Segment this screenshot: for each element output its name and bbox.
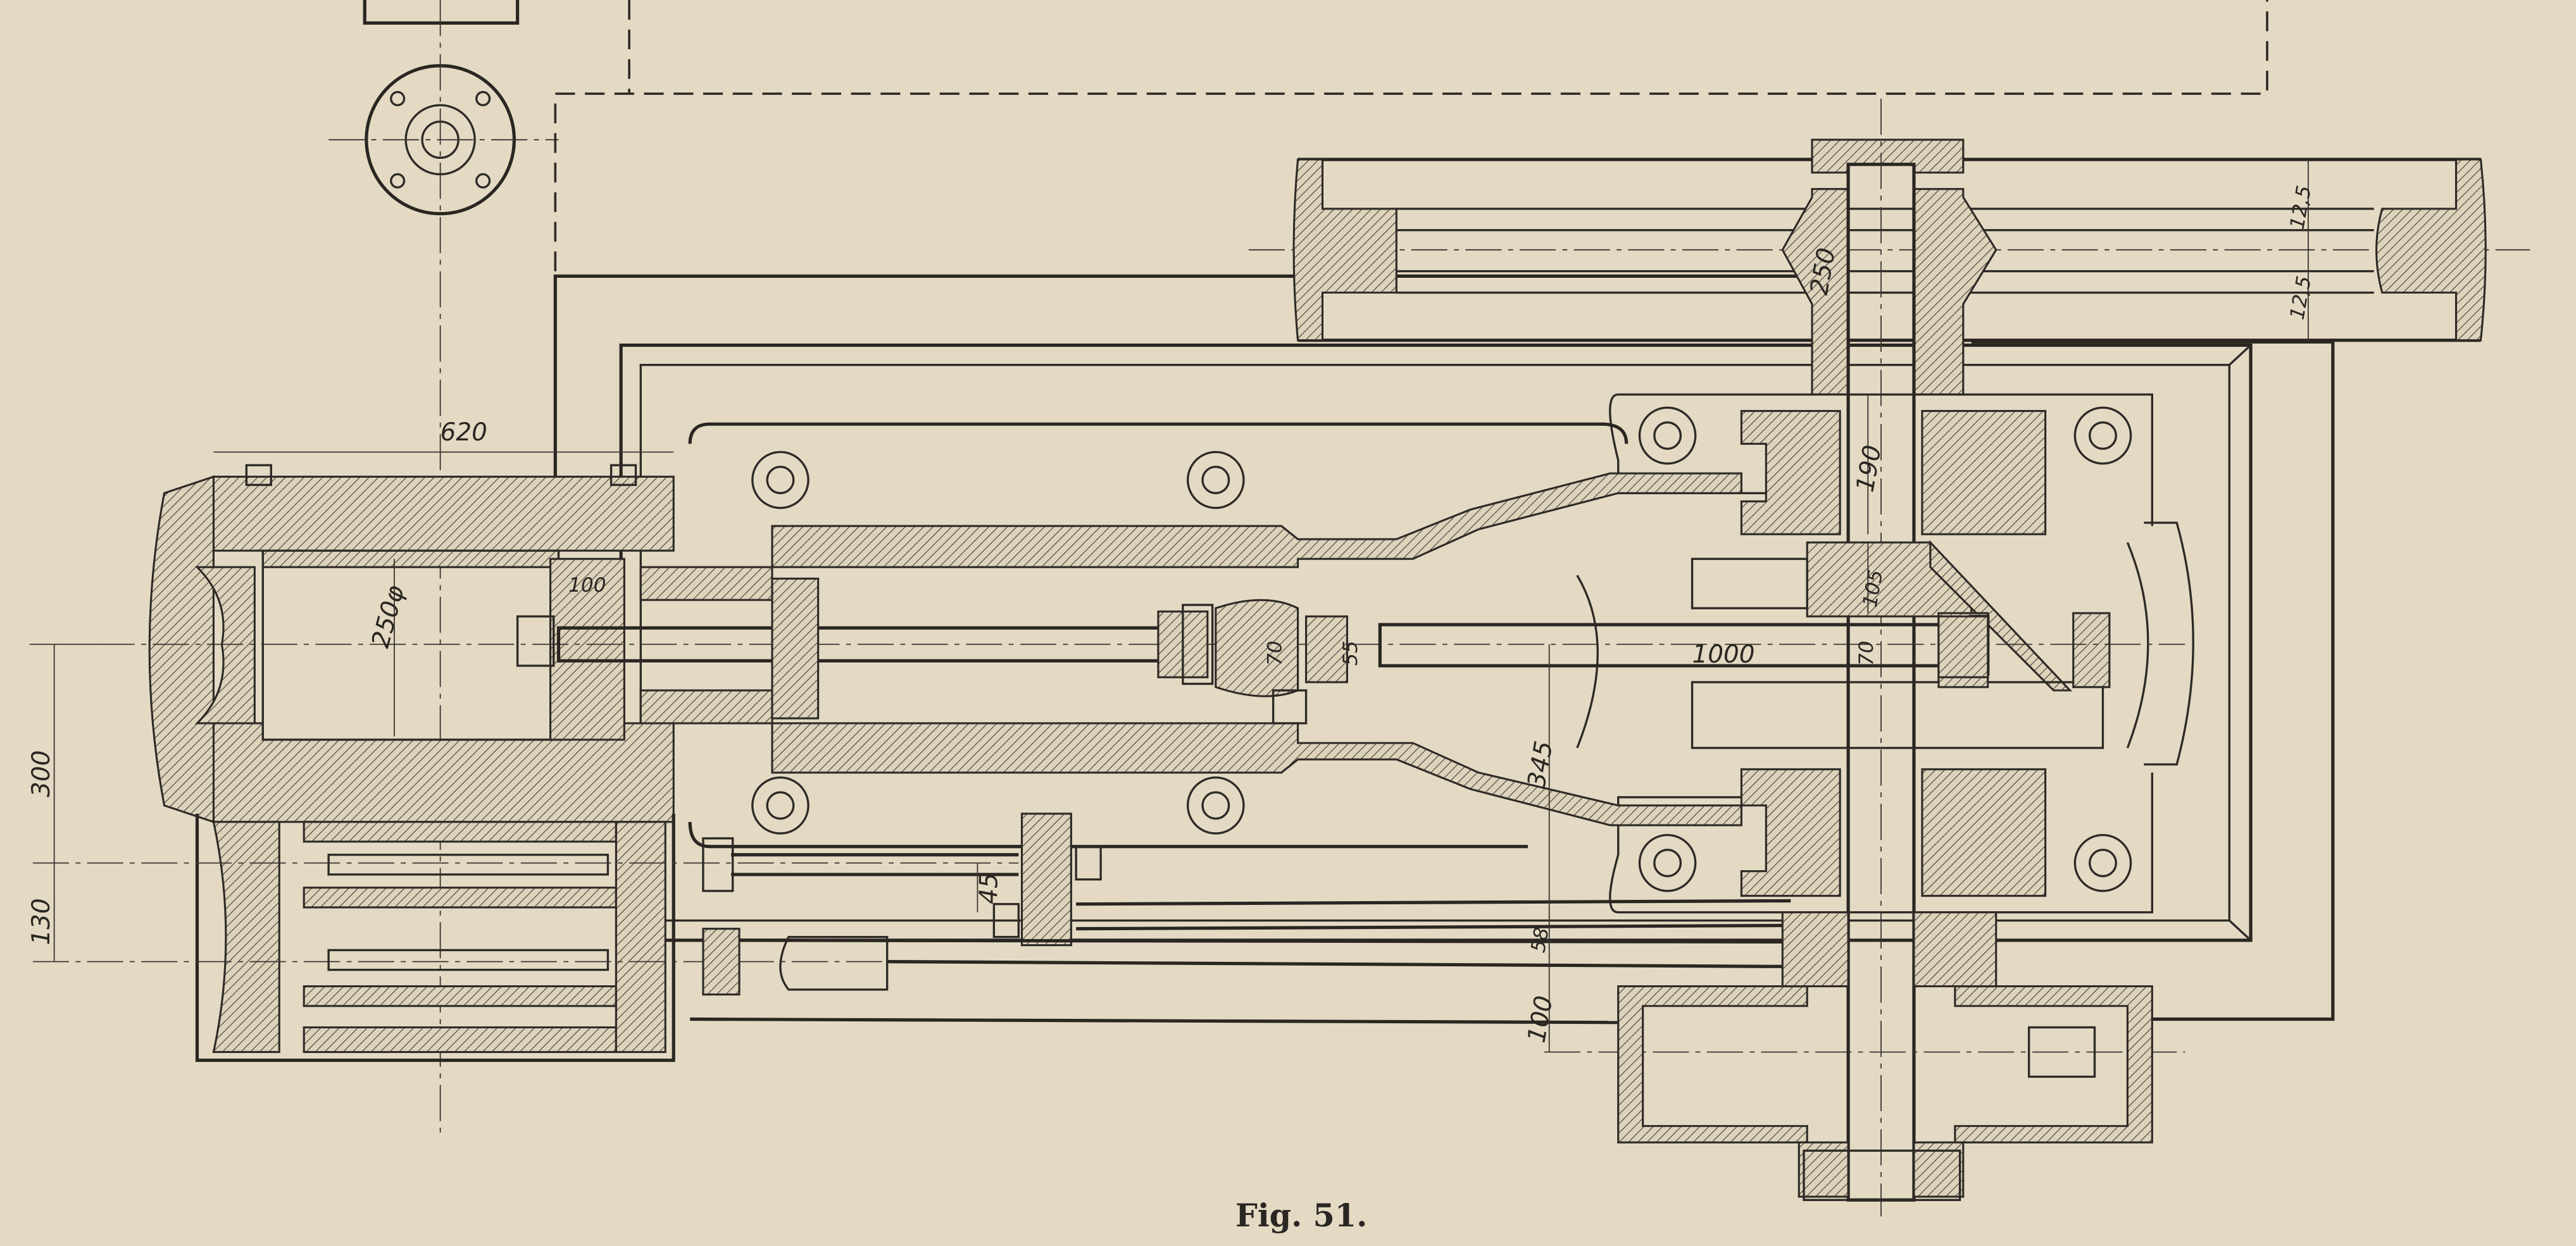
flywheel [1248, 139, 2530, 396]
dim-rim-upper: 12,5 [2286, 184, 2316, 231]
cylinder [98, 464, 2185, 823]
dim-cylinder-bore: 250φ [366, 582, 410, 651]
main-bearings [1609, 393, 2194, 914]
dim-58: 58 [1527, 926, 1553, 954]
dim-rod-box: 100 [568, 574, 606, 597]
piston-rod [516, 566, 1185, 725]
dim-130: 130 [27, 898, 56, 945]
eccentric-rods [690, 813, 2185, 1053]
dim-main-bearing: 190 [1851, 443, 1887, 494]
valve-chest [32, 813, 1019, 1062]
crosshead-guide [688, 422, 1742, 849]
dim-100: 100 [1522, 994, 1558, 1045]
crankshaft [1691, 98, 2111, 1217]
dim-crank-pin: 70 [1855, 640, 1878, 666]
foundation-outline [553, 0, 2335, 1021]
dim-connecting-rod: 1000 [1692, 640, 1755, 669]
connecting-rod [1157, 599, 1990, 725]
dim-cylinder-length: 620 [441, 418, 487, 447]
dimension-lines [29, 159, 2309, 1052]
dim-45: 45 [975, 873, 1004, 904]
eccentrics [1617, 911, 2153, 1201]
dim-300: 300 [27, 750, 56, 797]
dim-rod-neck: 55 [1339, 640, 1362, 666]
figure-caption: Fig. 51. [1235, 1197, 1367, 1234]
dim-crosshead-pin: 70 [1264, 640, 1287, 666]
dimension-labels: 620 250φ 100 300 130 45 70 55 1000 70 34… [27, 184, 2316, 1045]
dim-345: 345 [1522, 739, 1558, 790]
dim-rim-lower: 12,5 [2286, 274, 2316, 321]
